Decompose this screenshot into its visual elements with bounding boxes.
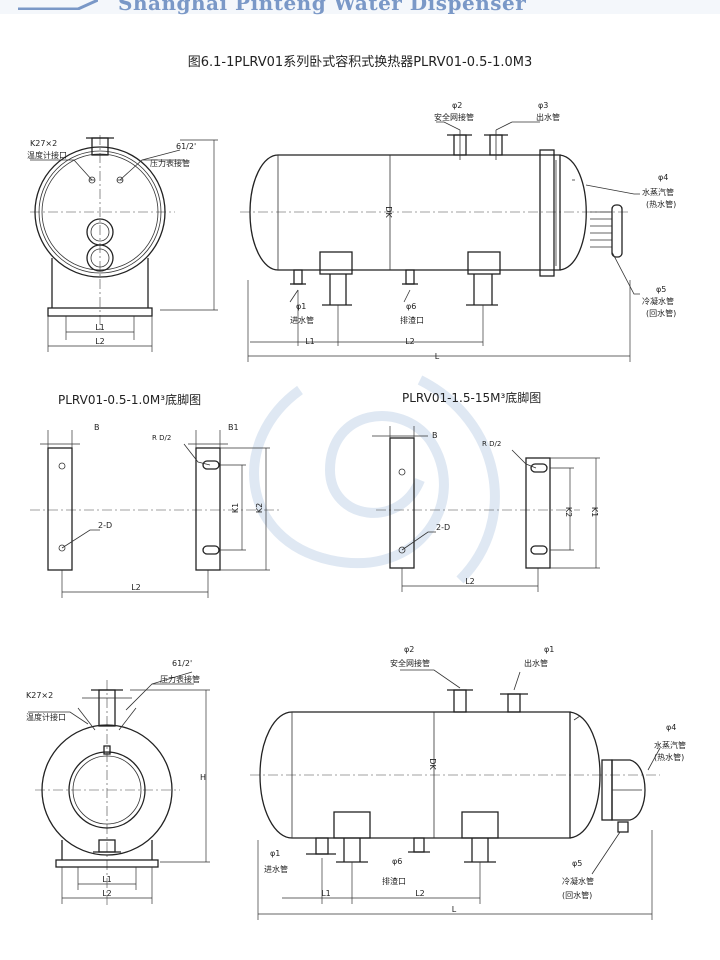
dim-l2: L2 xyxy=(415,889,425,898)
label-outlet-pipe: 出水管 xyxy=(524,658,548,668)
top-end-view xyxy=(30,135,218,352)
label-pressure-gauge-pipe: 压力表接管 xyxy=(160,674,200,684)
label-cond-pipe: 冷凝水管 xyxy=(642,296,674,306)
label-drain-port: 排渣口 xyxy=(400,315,424,325)
label-gauge-size: 61/2' xyxy=(172,659,192,668)
dim-h: H xyxy=(200,773,206,782)
label-steam-pipe: 水蒸汽管 xyxy=(654,740,686,750)
section-title-base-a: PLRV01-0.5-1.0M³底脚图 xyxy=(58,392,201,407)
label-2-d: 2-D xyxy=(98,521,112,530)
bottom-end-view xyxy=(28,671,210,905)
label-k27x2: K27×2 xyxy=(30,139,57,148)
section-title-base-b: PLRV01-1.5-15M³底脚图 xyxy=(402,390,541,405)
dim-dk: DK xyxy=(384,206,393,218)
dim-l2: L2 xyxy=(95,337,105,346)
label-k27x2: K27×2 xyxy=(26,691,53,700)
dim-l: L xyxy=(452,905,457,914)
label-cond-phi5: φ5 xyxy=(572,859,582,868)
label-pressure-gauge-pipe: 压力表接管 xyxy=(150,158,190,168)
label-return-pipe: (回水管) xyxy=(562,890,592,900)
dim-l1: L1 xyxy=(321,889,331,898)
header-company-name: Shanghai Pinteng Water Dispenser xyxy=(118,0,527,15)
label-cond-pipe: 冷凝水管 xyxy=(562,876,594,886)
label-cond-phi5: φ5 xyxy=(656,285,666,294)
dim-l: L xyxy=(435,352,440,361)
label-gauge-size: 61/2' xyxy=(176,142,196,151)
dim-l1: L1 xyxy=(95,323,105,332)
dim-b1: B1 xyxy=(228,423,239,432)
dim-l2: L2 xyxy=(102,889,112,898)
label-temperature-port: 温度计接口 xyxy=(26,712,66,722)
dim-l2: L2 xyxy=(465,577,475,586)
label-inlet-pipe: 进水管 xyxy=(290,315,314,325)
dim-k2: K2 xyxy=(564,507,573,517)
label-inlet-pipe: 进水管 xyxy=(264,864,288,874)
label-outlet-phi1: φ1 xyxy=(544,645,554,654)
label-steam-phi4: φ4 xyxy=(666,723,676,732)
dim-l1: L1 xyxy=(102,875,112,884)
company-logo xyxy=(18,0,98,10)
label-inlet-phi1: φ1 xyxy=(270,849,280,858)
dim-l2: L2 xyxy=(405,337,415,346)
label-steam-phi4: φ4 xyxy=(658,173,668,182)
dim-b: B xyxy=(94,423,100,432)
label-r-d2: R D/2 xyxy=(482,440,501,448)
label-return-pipe: (回水管) xyxy=(646,308,676,318)
label-drain-phi6: φ6 xyxy=(392,857,402,866)
dim-k2: K2 xyxy=(255,503,264,513)
label-temperature-port: 温度计接口 xyxy=(27,150,67,160)
dim-dk: DK xyxy=(428,758,437,770)
label-steam-pipe: 水蒸汽管 xyxy=(642,187,674,197)
top-side-view xyxy=(240,121,640,362)
label-drain-port: 排渣口 xyxy=(382,876,406,886)
base-foot-plan-a xyxy=(30,430,280,598)
label-2-d: 2-D xyxy=(436,523,450,532)
label-hot-water: (热水管) xyxy=(654,752,684,762)
label-r-d2: R D/2 xyxy=(152,434,171,442)
dim-l1: L1 xyxy=(305,337,315,346)
dim-l2: L2 xyxy=(131,583,141,592)
label-outlet-pipe: 出水管 xyxy=(536,112,560,122)
dim-k1: K1 xyxy=(231,503,240,513)
dim-k1: K1 xyxy=(590,507,599,517)
header-band xyxy=(0,0,720,14)
label-outlet-phi3: φ3 xyxy=(538,101,548,110)
label-safety-pipe-phi2: φ2 xyxy=(452,101,462,110)
background-watermark xyxy=(249,375,500,584)
bottom-side-view xyxy=(250,669,661,920)
label-safety-pipe: 安全网接管 xyxy=(434,112,474,122)
label-inlet-phi1: φ1 xyxy=(296,302,306,311)
figure-title: 图6.1-1PLRV01系列卧式容积式换热器PLRV01-0.5-1.0M3 xyxy=(188,54,533,70)
label-safety-pipe: 安全网接管 xyxy=(390,658,430,668)
label-safety-pipe-phi2: φ2 xyxy=(404,645,414,654)
dim-b: B xyxy=(432,431,438,440)
base-foot-plan-b xyxy=(372,426,600,592)
label-drain-phi6: φ6 xyxy=(406,302,416,311)
label-hot-water: (热水管) xyxy=(646,199,676,209)
